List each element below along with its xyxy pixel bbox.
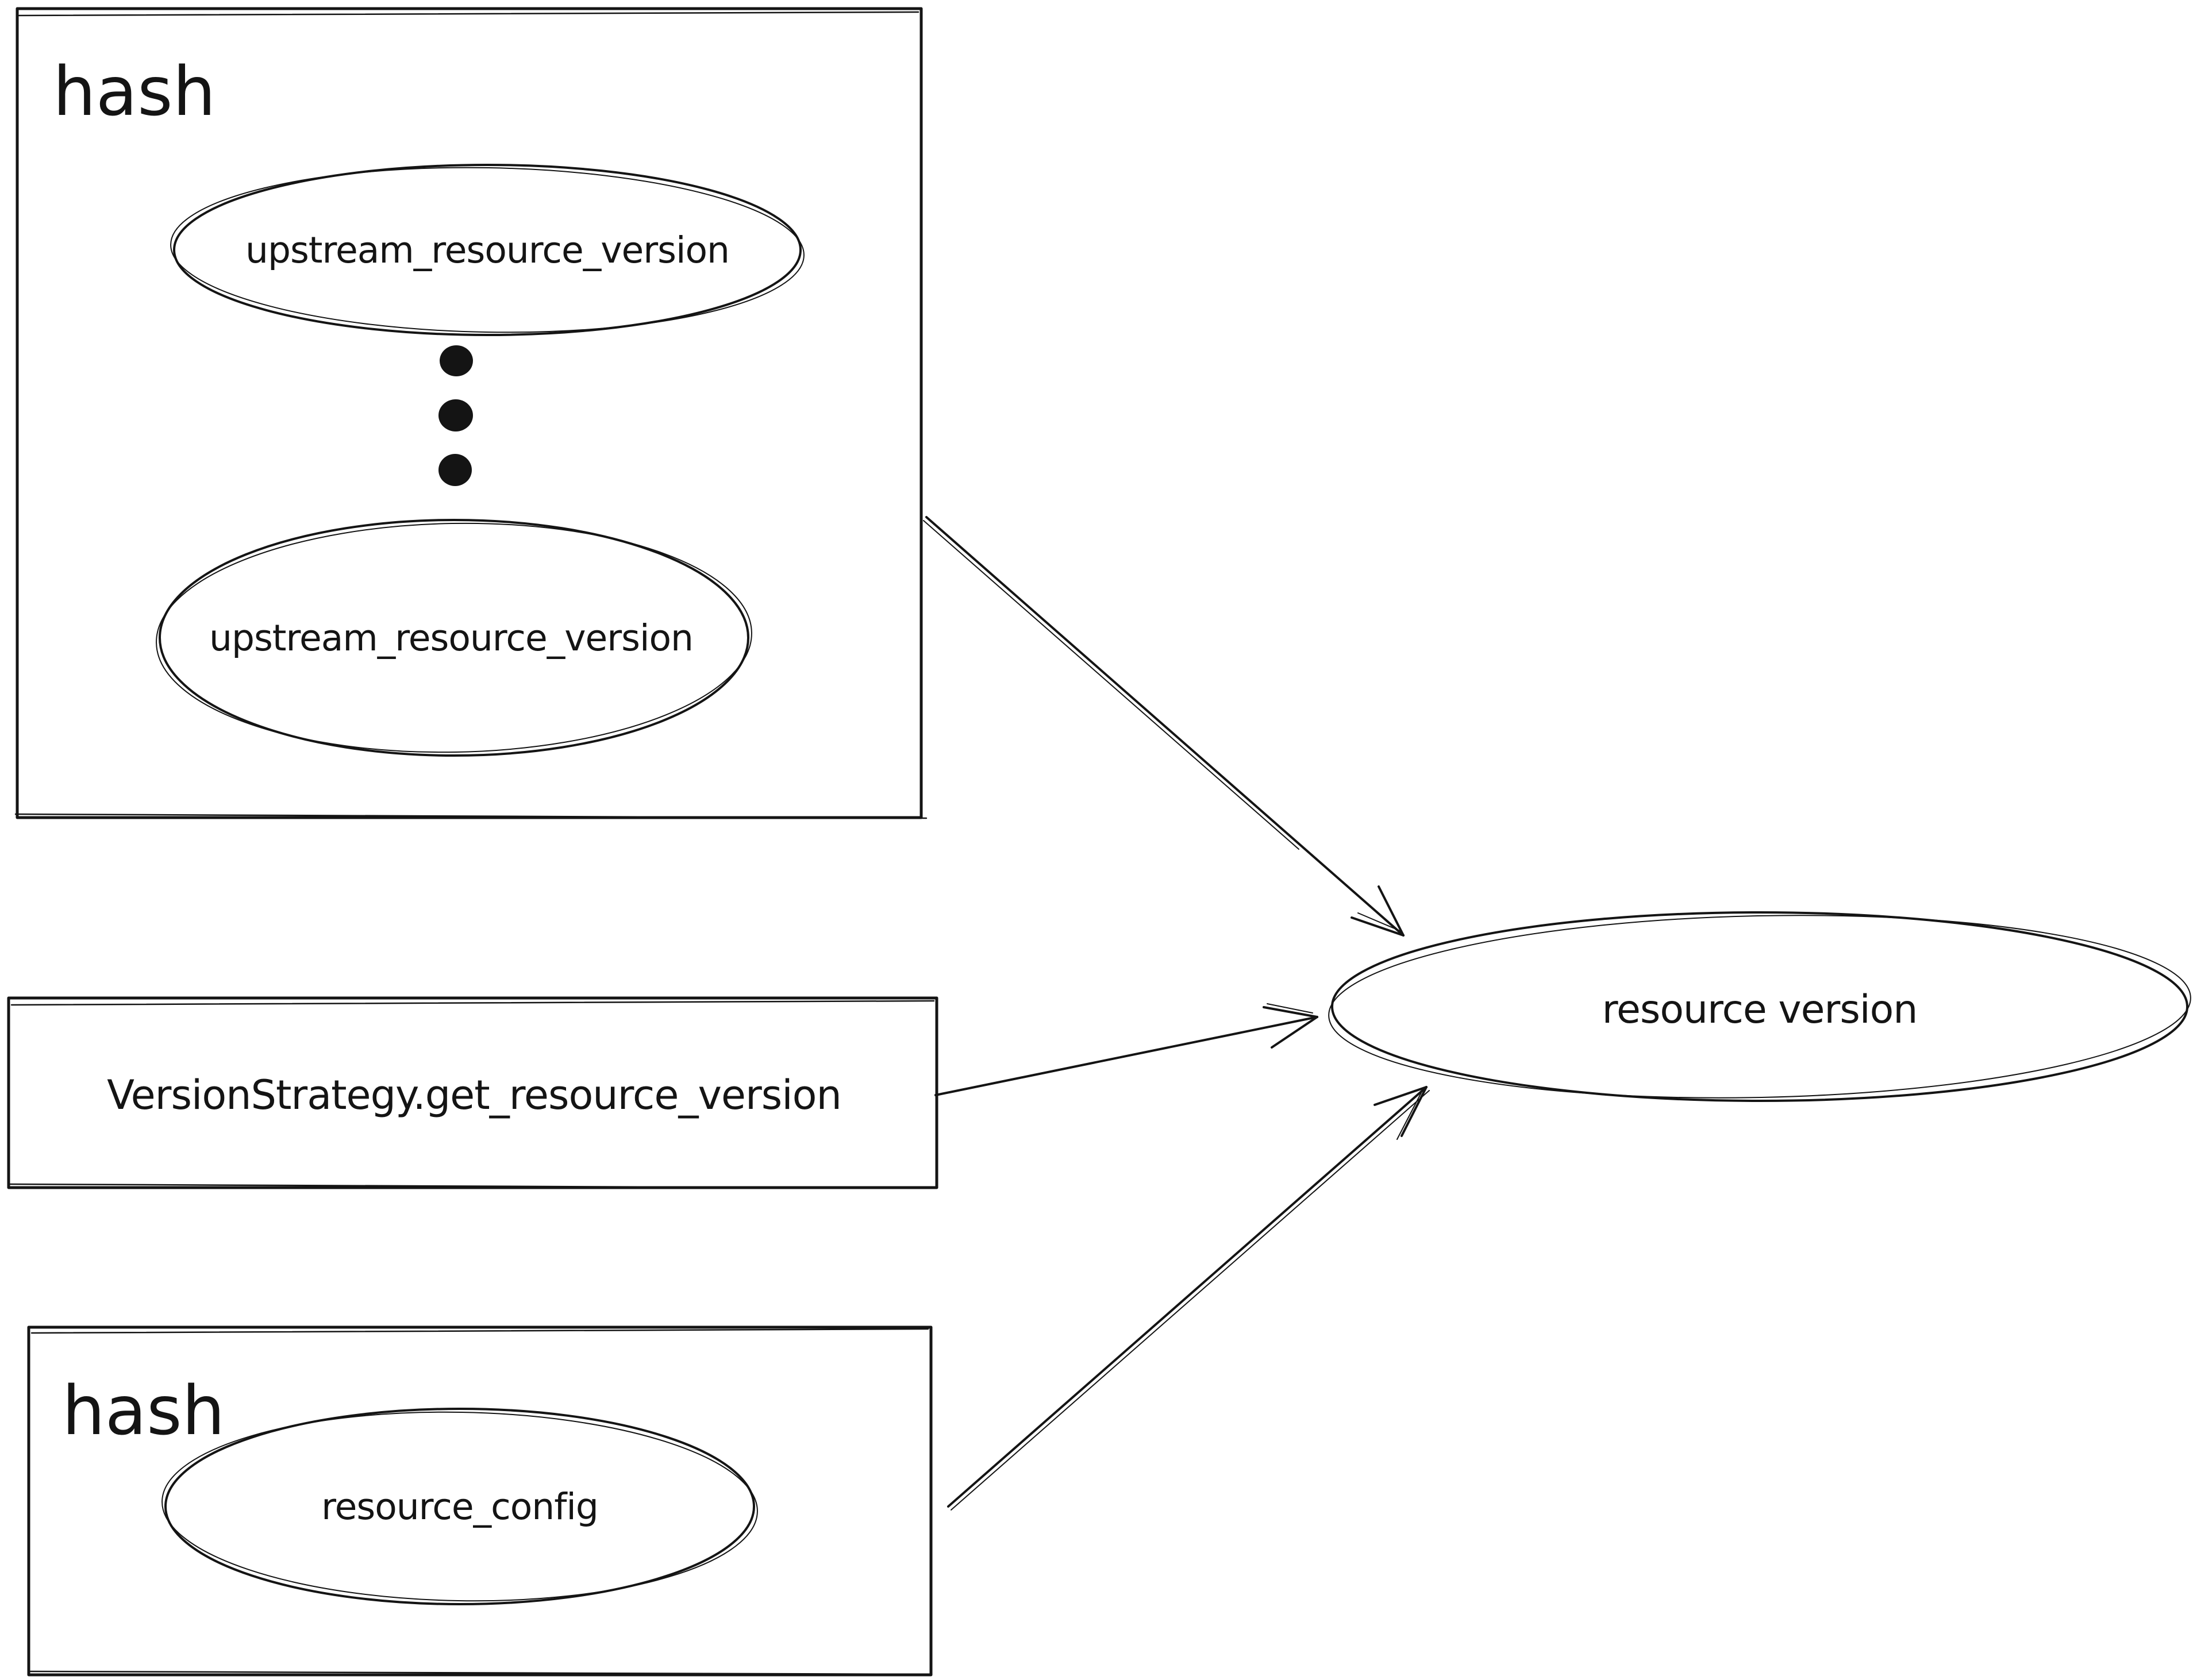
ellipsis-dot [438, 454, 472, 486]
bottom-hash-box-sketch-line [29, 1670, 930, 1675]
resource-version-ellipse-sketch [1328, 915, 2191, 1099]
top-hash-box-sketch-line [14, 813, 928, 819]
bottom-hash-box-sketch-line [30, 1328, 929, 1334]
version-strategy-label: VersionStrategy.get_resource_version [107, 1072, 842, 1119]
bottom-hash-box-title: hash [62, 1371, 225, 1450]
arrow-top-hash-to-resource-version [923, 516, 1405, 937]
ellipsis-dot [440, 345, 473, 376]
resource-config-ellipse [164, 1408, 755, 1605]
version-strategy-box-sketch-line [10, 1000, 935, 1006]
top-hash-box [16, 7, 923, 819]
upstream-resource-version-label-top: upstream_resource_version [245, 229, 730, 271]
resource-version-ellipse [1331, 911, 2188, 1102]
upstream-resource-version-label-bottom: upstream_resource_version [209, 616, 694, 659]
top-hash-box-sketch-line [18, 11, 919, 17]
version-strategy-box-sketch-line [9, 1183, 936, 1189]
upstream-resource-version-ellipse-bottom-sketch [156, 522, 752, 753]
upstream-resource-version-ellipse-top [173, 164, 802, 336]
ellipsis-dot [438, 399, 473, 431]
bottom-hash-box [27, 1325, 933, 1677]
arrow-bottom-hash-to-resource-version [947, 1086, 1430, 1511]
version-strategy-box [7, 996, 938, 1189]
resource-version-label: resource version [1602, 987, 1918, 1032]
upstream-resource-version-ellipse-bottom [159, 519, 749, 757]
arrow-version-strategy-to-resource-version [934, 1003, 1318, 1096]
top-hash-box-title: hash [53, 52, 216, 131]
resource-config-ellipse-sketch [161, 1411, 758, 1602]
upstream-resource-version-ellipse-top-sketch [170, 167, 805, 333]
resource-config-label: resource_config [321, 1485, 599, 1528]
